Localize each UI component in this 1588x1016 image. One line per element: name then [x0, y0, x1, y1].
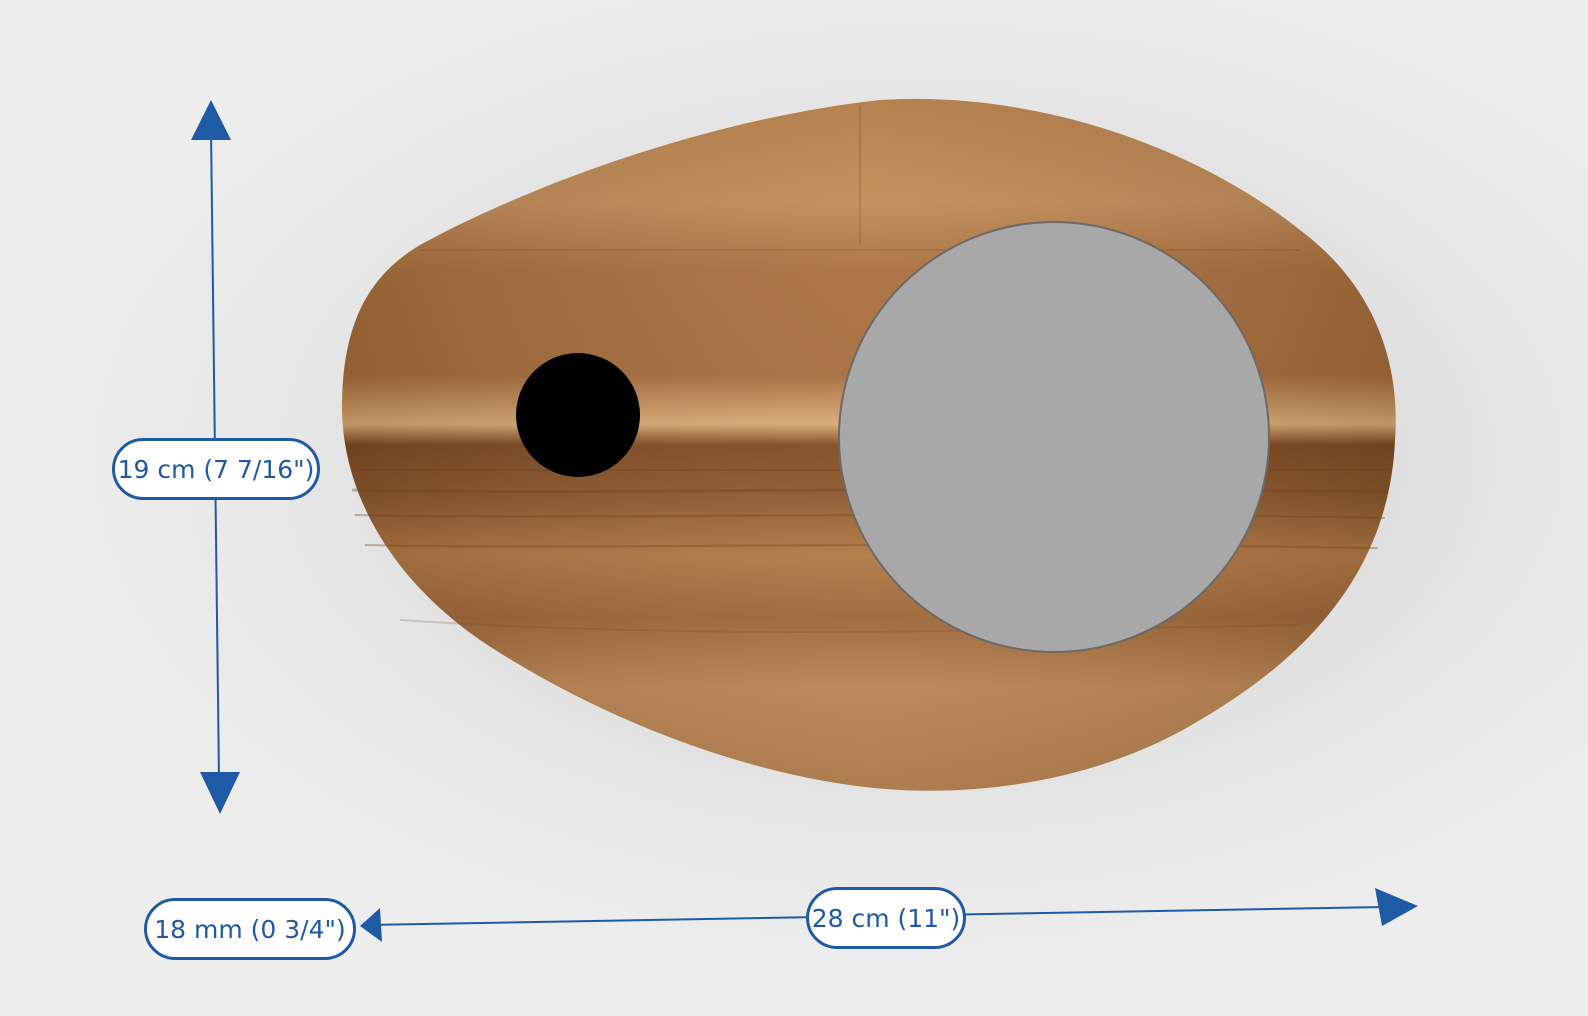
height-dimension-label: 19 cm (7 7/16")	[112, 438, 320, 500]
arrow-down-icon	[200, 772, 240, 814]
arrow-left-icon	[360, 908, 382, 942]
thickness-dimension-label: 18 mm (0 3/4")	[144, 898, 356, 960]
circular-inset	[838, 221, 1270, 653]
arrow-up-icon	[191, 100, 231, 140]
arrow-right-icon	[1375, 888, 1418, 926]
hanging-hole	[516, 353, 640, 477]
width-dimension-label: 28 cm (11")	[806, 887, 966, 949]
